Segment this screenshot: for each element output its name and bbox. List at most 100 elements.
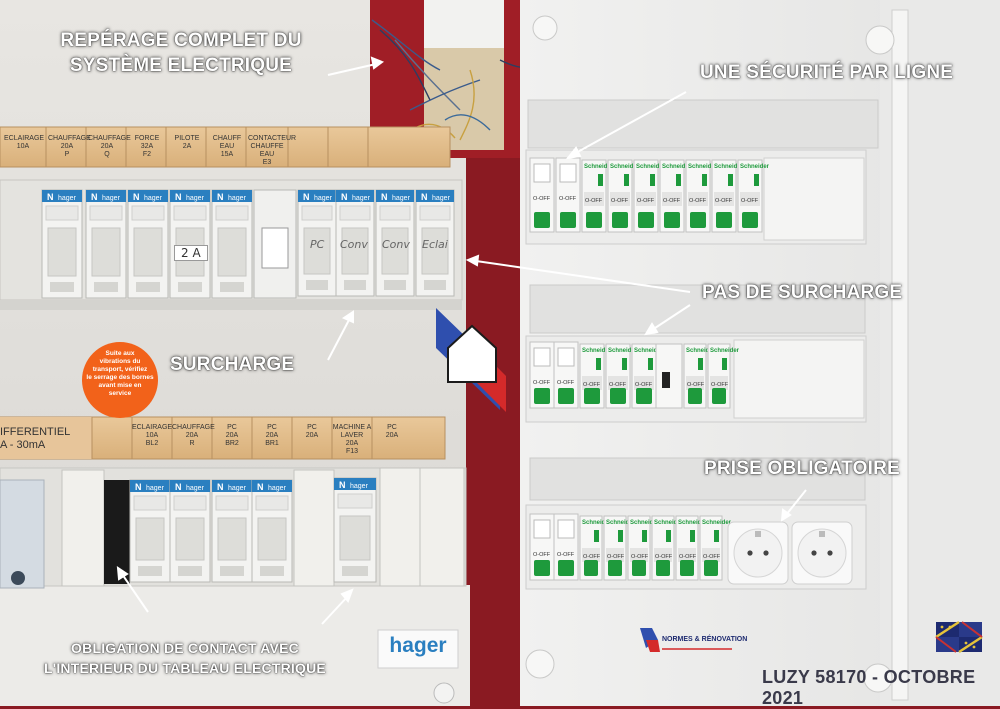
breaker-off-text: O-OFF: [607, 554, 625, 560]
breaker-letter: N: [381, 192, 388, 202]
breaker-off-text: O-OFF: [711, 382, 729, 388]
strip-label-line: FORCE: [134, 135, 160, 142]
strip-label-line: CHAUFFAGE: [48, 135, 91, 142]
breaker-brand: Schneider: [608, 348, 638, 354]
handwritten-conv-2: Conv: [382, 238, 410, 251]
breaker-brand: hager: [186, 195, 205, 202]
breaker-off-text: O-OFF: [585, 198, 603, 204]
strip-label-line: Q: [104, 151, 110, 158]
breaker-off-text: O-OFF: [559, 196, 577, 202]
breaker-brand: Schneider: [610, 164, 640, 170]
schneider-switch[interactable]: [655, 343, 683, 409]
breaker-brand: hager: [228, 485, 247, 492]
strip-label-line: F2: [142, 151, 152, 158]
strip-label-line: BL2: [145, 440, 159, 447]
strip-label-line: 10A: [145, 432, 159, 439]
warning-sticker-line: Suite aux: [105, 350, 135, 357]
strip-label-line: ECLAIRAGE: [132, 424, 173, 431]
annotation-reperage-line-2: SYSTÈME ELECTRIQUE: [69, 55, 293, 76]
breaker-brand: Schneider: [662, 164, 692, 170]
schneider-main-breaker[interactable]: O-OFF: [553, 513, 579, 581]
strip-label-line: 20A: [185, 432, 199, 439]
breaker-brand: hager: [186, 485, 205, 492]
strip-label-line: CONTACTEUR: [248, 135, 297, 142]
breaker-brand: hager: [350, 483, 369, 490]
normes-renovation-logo-icon: [640, 628, 732, 652]
annotation-reperage: REPÉRAGE COMPLET DU SYSTÈME ELECTRIQUE: [36, 28, 326, 78]
breaker-brand: Schneider: [688, 164, 718, 170]
breaker-off-text: O-OFF: [611, 198, 629, 204]
schneider-main-breaker[interactable]: O-OFF: [529, 157, 555, 233]
breaker-brand: Schneider: [654, 520, 684, 526]
strip-label-line: E3: [262, 159, 272, 166]
strip-label-line: 32A: [140, 143, 154, 150]
schneider-main-breaker[interactable]: O-OFF: [553, 341, 579, 409]
strip-label-line: CHAUFFE EAU: [250, 143, 284, 158]
strip-label-line: R: [189, 440, 195, 447]
breaker-brand: hager: [432, 195, 451, 202]
handwritten-conv-1: Conv: [340, 238, 368, 251]
annotation-pas-surcharge: PAS DE SURCHARGE: [702, 282, 903, 303]
breaker-letter: N: [135, 482, 142, 492]
breaker-brand: hager: [58, 195, 77, 202]
schneider-main-breaker[interactable]: O-OFF: [555, 157, 581, 233]
breaker-off-text: O-OFF: [583, 382, 601, 388]
breaker-off-text: O-OFF: [663, 198, 681, 204]
schneider-main-breaker[interactable]: O-OFF: [529, 341, 555, 409]
breaker-letter: N: [217, 482, 224, 492]
warning-sticker-line: service: [108, 390, 132, 397]
breaker-letter: N: [91, 192, 98, 202]
annotation-obligation: OBLIGATION DE CONTACT AVEC L'INTERIEUR D…: [10, 638, 360, 678]
breaker-off-text: O-OFF: [637, 198, 655, 204]
breaker-off-text: O-OFF: [583, 554, 601, 560]
strip-label-line: 20A: [265, 432, 279, 439]
breaker-letter: N: [339, 480, 346, 490]
breaker-off-text: O-OFF: [557, 552, 575, 558]
breaker-brand: Schneider: [740, 164, 770, 170]
breaker-brand: Schneider: [606, 520, 636, 526]
handwritten-eclai: Eclai: [422, 238, 448, 251]
strip-label-line: 20A: [60, 143, 74, 150]
schneider-main-breaker[interactable]: O-OFF: [529, 513, 555, 581]
